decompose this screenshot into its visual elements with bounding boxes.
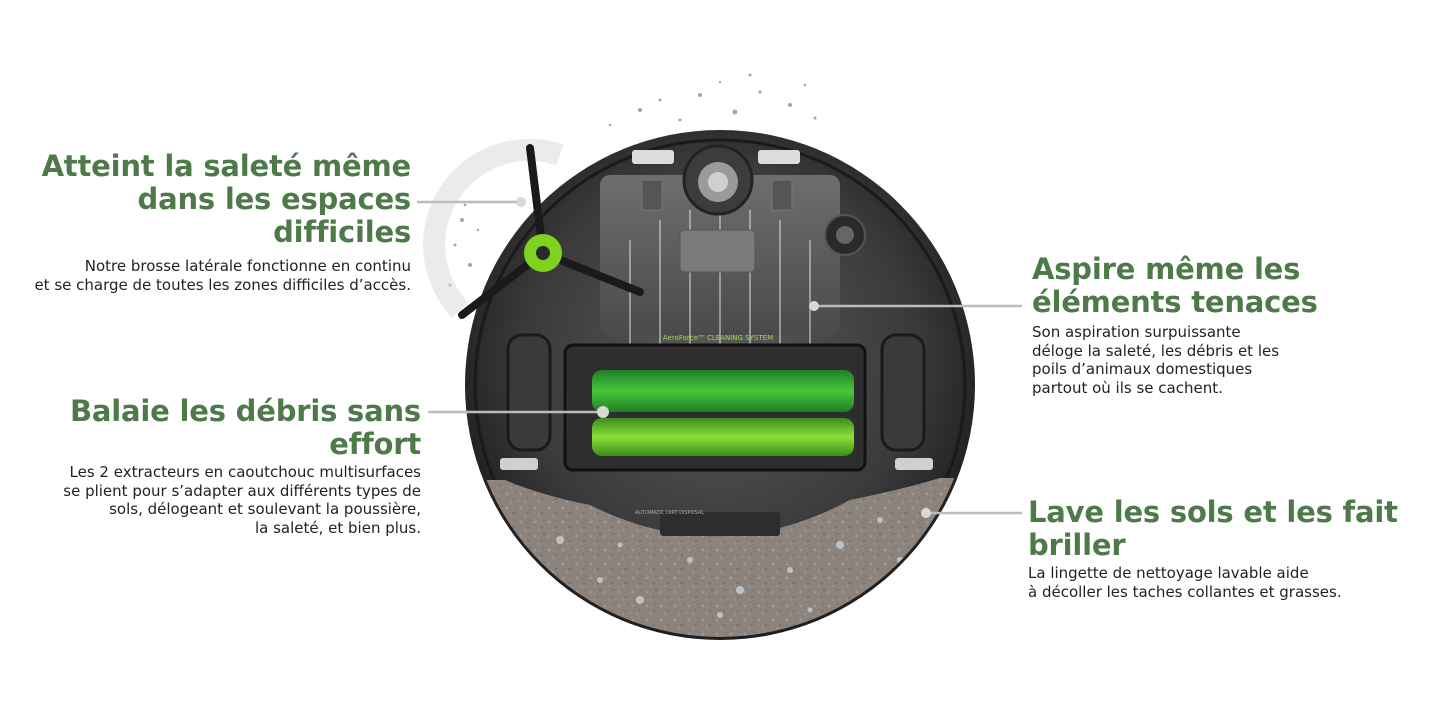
water-droplets — [556, 517, 903, 618]
callout-suction-text: Son aspiration surpuissante déloge la sa… — [1032, 323, 1318, 397]
callout-title-line: Atteint la saleté même — [41, 149, 412, 183]
leader-dots — [516, 197, 931, 518]
callout-mop-text: La lingette de nettoyage lavable aide à … — [1028, 564, 1440, 601]
callout-text-line: la saleté, et bien plus. — [254, 518, 421, 537]
callout-side-brush-text: Notre brosse latérale fonctionne en cont… — [0, 257, 411, 294]
callout-title-line: Balaie les débris sans effort — [70, 394, 421, 461]
right-wheel — [880, 333, 926, 452]
callout-text-line: Notre brosse latérale fonctionne en cont… — [84, 257, 411, 275]
side-brush — [458, 144, 644, 319]
callout-roller: Balaie les débris sans effort Les 2 extr… — [0, 395, 421, 537]
upper-roller — [592, 370, 854, 412]
dock-label: AUTOMATIC DIRT DISPOSAL — [635, 510, 704, 516]
callout-mop-title: Lave les sols et les fait briller — [1028, 496, 1440, 562]
callout-text-line: sols, délogeant et soulevant la poussièr… — [109, 500, 421, 518]
filter-grid — [679, 229, 756, 273]
callout-title-line: éléments tenaces — [1032, 285, 1318, 319]
lower-roller — [592, 418, 854, 456]
callout-text-line: déloge la saleté, les débris et les — [1032, 341, 1280, 360]
callout-text-line: poils d’animaux domestiques — [1032, 360, 1253, 378]
callout-side-brush-title: Atteint la saleté même dans les espaces … — [0, 149, 412, 249]
callout-text-line: Les 2 extracteurs en caoutchouc multisur… — [69, 463, 421, 481]
callout-mop: Lave les sols et les fait briller La lin… — [1028, 496, 1440, 601]
callout-text-line: partout où ils se cachent. — [1032, 378, 1223, 397]
leader-lines — [417, 200, 1022, 515]
callout-text-line: et se charge de toutes les zones diffici… — [34, 275, 411, 294]
callout-text-line: se plient pour s’adapter aux différents … — [63, 481, 421, 500]
callout-title-line: Aspire même les — [1032, 252, 1301, 286]
brush-motion-arc — [423, 138, 564, 318]
callout-suction: Aspire même les éléments tenaces Son asp… — [1032, 253, 1318, 397]
callout-text-line: à décoller les taches collantes et grass… — [1028, 582, 1342, 601]
callout-text-line: La lingette de nettoyage lavable aide — [1028, 564, 1309, 582]
callout-roller-title: Balaie les débris sans effort — [0, 395, 421, 461]
debris-particles — [448, 73, 817, 287]
callout-text-line: Son aspiration surpuissante — [1032, 323, 1241, 341]
callout-title-line: Lave les sols et les fait briller — [1028, 495, 1398, 562]
callout-title-line: dans les espaces difficiles — [137, 182, 412, 249]
callout-roller-text: Les 2 extracteurs en caoutchouc multisur… — [0, 463, 421, 537]
callout-suction-title: Aspire même les éléments tenaces — [1032, 253, 1318, 319]
callout-side-brush: Atteint la saleté même dans les espaces … — [0, 150, 411, 294]
left-wheel — [506, 333, 552, 452]
airflow-system-label: AeroForce™ CLEANING SYSTEM — [663, 334, 773, 342]
